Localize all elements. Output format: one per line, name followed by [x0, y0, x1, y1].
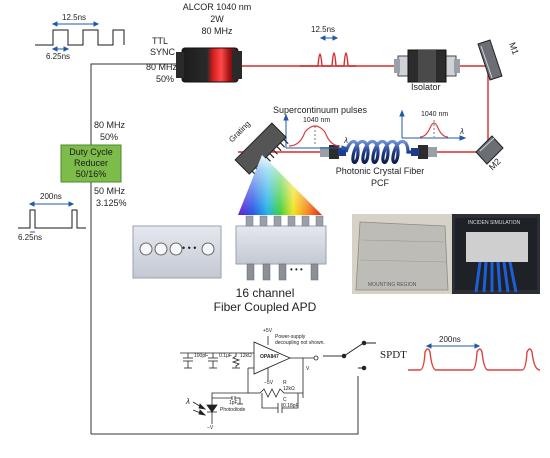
- pcf-coil: [344, 139, 411, 165]
- apd-side-view: [235, 215, 327, 281]
- beam-pulses: [300, 52, 356, 67]
- sync-rate-label: 80 MHz: [146, 62, 178, 72]
- pcf-label-2: PCF: [371, 178, 389, 188]
- spdt-label: SPDT: [380, 349, 407, 361]
- supply-note-2: decoupling not shown.: [275, 340, 325, 346]
- apd-front-dots: • • •: [182, 243, 197, 253]
- laser-rate-label: 80 MHz: [201, 26, 233, 36]
- pcf-connector-left: [320, 145, 346, 159]
- cf-value-label: 0.18pF: [283, 403, 299, 409]
- bias-label: −V: [207, 425, 214, 431]
- photodiode-cap-label: 1pF: [229, 400, 238, 406]
- cap2-label: 0.1μF: [219, 353, 232, 359]
- spectrum-left-peak: 1040 nm: [303, 117, 331, 124]
- mirror-m1: [477, 39, 503, 81]
- supply-pos-label: +5V: [263, 328, 273, 334]
- lambda-label: λ: [186, 397, 190, 406]
- duty-cycle-title-2: Reducer: [73, 158, 109, 168]
- sync-duty-label: 50%: [156, 74, 175, 84]
- output-pulses: [408, 348, 541, 371]
- tia-circuit: [180, 336, 319, 424]
- duty-out-duty-label: 3.125%: [96, 198, 127, 208]
- opamp-label: OPA847: [260, 354, 279, 360]
- duty-out-rate-label: 50 MHz: [94, 186, 126, 196]
- laser-name-label: ALCOR 1040 nm: [182, 2, 252, 12]
- beam-pulse-period-arrow: [319, 35, 339, 41]
- duty-cycle-title-1: Duty Cycle: [69, 147, 113, 157]
- supply-neg-label: −5V: [264, 380, 274, 386]
- timing-left-width-label: 6.25ns: [18, 233, 43, 242]
- signal-wiring: [90, 63, 359, 435]
- photodiode-label: Photodiode: [220, 407, 246, 413]
- pcf-label-1: Photonic Crystal Fiber: [335, 166, 425, 176]
- res1-label: 12kΩ: [240, 353, 252, 359]
- cap1-label: 100pF: [194, 353, 209, 359]
- rf-label: R: [283, 380, 287, 386]
- spectrum-left-axis: λ: [344, 136, 348, 145]
- laser-power-label: 2W: [210, 14, 224, 24]
- timing-left-arrows: [28, 201, 75, 233]
- apd-title-2: Fiber Coupled APD: [213, 300, 317, 314]
- cf-label: C: [283, 397, 287, 403]
- rf-value-label: 12kΩ: [283, 386, 295, 392]
- timing-left-period-label: 200ns: [40, 192, 62, 201]
- output-period-arrow: [425, 343, 481, 349]
- spectrum-right: [399, 109, 467, 141]
- mirror-m2: [475, 135, 504, 165]
- spectrum-right-peak: 1040 nm: [421, 111, 449, 118]
- spectrum-left: [283, 113, 349, 151]
- beam-period-label: 12.5ns: [311, 25, 336, 34]
- timing-top-arrows: [51, 21, 100, 52]
- ttl-label: TTL: [152, 36, 169, 46]
- pcf-connector-right: [411, 145, 437, 159]
- vout-label: V: [306, 366, 310, 372]
- sync-label: SYNC: [150, 47, 176, 57]
- apd-photograph: [352, 214, 540, 294]
- supercontinuum-label: Supercontinuum pulses: [273, 105, 368, 115]
- photo-label-bottom: MOUNTING REGION: [368, 282, 417, 288]
- duty-in-duty-label: 50%: [100, 132, 119, 142]
- spectrum-right-axis: λ: [460, 127, 464, 136]
- timing-diagram-top: [35, 29, 125, 46]
- timing-diagram-left: [18, 209, 86, 229]
- apd-front-view: [132, 225, 222, 279]
- duty-in-rate-label: 80 MHz: [94, 120, 126, 130]
- apd-pin-dots: • • •: [290, 265, 303, 274]
- photo-label-top: INCIDEN SIMULATION: [468, 220, 521, 226]
- isolator: [394, 49, 460, 83]
- duty-cycle-ratio: 50/16%: [75, 169, 107, 179]
- light-arrows: [192, 401, 207, 416]
- dispersed-spectrum: [238, 155, 322, 215]
- apd-title-1: 16 channel: [235, 286, 295, 300]
- isolator-label: Isolator: [411, 82, 441, 92]
- laser-body: [176, 47, 242, 83]
- duty-cycle-reducer-box: [60, 144, 122, 183]
- timing-top-period-label: 12.5ns: [62, 13, 87, 22]
- timing-top-width-label: 6.25ns: [46, 52, 71, 61]
- output-period-label: 200ns: [439, 335, 461, 344]
- supply-note-1: Power-supply: [275, 334, 306, 340]
- spdt-switch: [341, 340, 376, 371]
